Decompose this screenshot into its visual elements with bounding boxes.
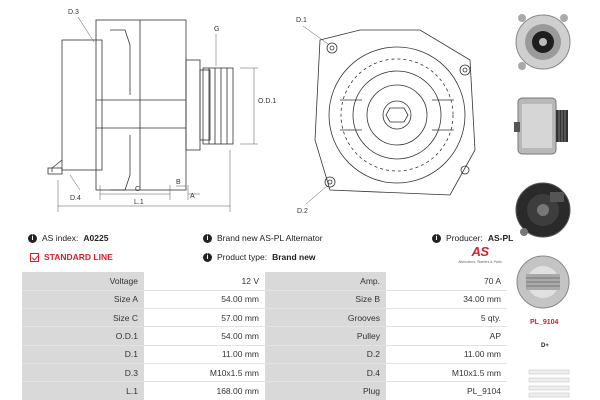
spec-value: AP [386, 326, 507, 346]
label-od1: O.D.1 [258, 98, 276, 105]
producer: i Producer: AS-PL [432, 233, 513, 243]
product-type: i Product type: Brand new [203, 252, 316, 262]
spec-value: 70 A [386, 272, 507, 291]
spec-value: 54.00 mm [144, 326, 265, 346]
spec-value: 57.00 mm [144, 308, 265, 328]
plug-name: PL_9104 [530, 319, 559, 326]
logo-tagline: Alternators, Starters & Parts [458, 260, 502, 264]
spec-value: 168.00 mm [144, 381, 265, 400]
spec-key: Pulley [265, 326, 386, 346]
spec-key: Size C [22, 308, 144, 328]
thumbnail-front[interactable] [514, 4, 572, 80]
label-d3: D.3 [68, 9, 79, 16]
spec-value: 11.00 mm [386, 345, 507, 364]
dimension-lines [57, 16, 258, 212]
spec-value: M10x1.5 mm [386, 363, 507, 383]
info-icon: i [432, 233, 441, 243]
label-l1: L.1 [134, 199, 144, 206]
check-icon [30, 252, 39, 262]
spec-key: D.4 [265, 363, 386, 383]
label-b: B [176, 179, 181, 186]
thumbnail-rear[interactable] [514, 172, 572, 248]
product-thumbnails [508, 0, 600, 400]
spec-key: D.1 [22, 345, 144, 364]
spec-value: 54.00 mm [144, 290, 265, 310]
spec-key: L.1 [22, 381, 144, 400]
label-d1: D.1 [296, 17, 307, 24]
product-type-label: Product type: [217, 252, 268, 262]
standard-line-label: STANDARD LINE [44, 252, 113, 262]
product-type-value: Brand new [272, 252, 316, 262]
label-g: G [214, 26, 219, 33]
thumbnail-angle[interactable] [514, 250, 572, 314]
spec-key: Voltage [22, 272, 144, 291]
spec-key: Grooves [265, 308, 386, 328]
spec-value: 34.00 mm [386, 290, 507, 310]
info-icon: i [203, 233, 212, 243]
side-view [47, 19, 211, 191]
spec-value: 12 V [144, 272, 265, 291]
producer-value: AS-PL [487, 233, 514, 243]
spec-key: Amp. [265, 272, 386, 291]
spec-key: Plug [265, 381, 386, 400]
as-index: i AS index: A0225 [28, 233, 108, 243]
spec-value: 5 qty. [386, 308, 507, 328]
front-dimension-lines [302, 25, 329, 205]
spec-key: Size B [265, 290, 386, 310]
spec-key: Size A [22, 290, 144, 310]
spec-key: O.D.1 [22, 326, 144, 346]
info-icon: i [28, 233, 37, 243]
technical-drawing: D.3 G O.D.1 C B A D.4 L.1 D.1 D.2 [47, 9, 476, 215]
standard-line: STANDARD LINE [30, 252, 113, 262]
brand-text: Brand new AS-PL Alternator [217, 233, 323, 243]
as-index-value: A0225 [83, 233, 109, 243]
spec-value: 11.00 mm [144, 345, 265, 364]
brand-description: i Brand new AS-PL Alternator [203, 233, 323, 243]
spec-key: D.2 [265, 345, 386, 364]
plug-diagram [528, 369, 570, 398]
spec-value: PL_9104 [386, 381, 507, 400]
spec-key: D.3 [22, 363, 144, 383]
info-icon: i [203, 252, 212, 262]
as-index-label: AS index: [42, 233, 79, 243]
front-view [314, 29, 476, 196]
label-d2: D.2 [297, 208, 308, 215]
label-a: A [190, 193, 195, 200]
spec-value: M10x1.5 mm [144, 363, 265, 383]
logo-text: AS [471, 244, 489, 259]
thumbnail-side[interactable] [514, 86, 572, 166]
label-d4: D.4 [70, 195, 81, 202]
brand-logo: AS Alternators, Starters & Parts [452, 244, 508, 264]
producer-label: Producer: [446, 233, 483, 243]
label-c: C [135, 186, 140, 193]
plug-terminal: D+ [541, 343, 549, 349]
pulley [202, 67, 234, 145]
